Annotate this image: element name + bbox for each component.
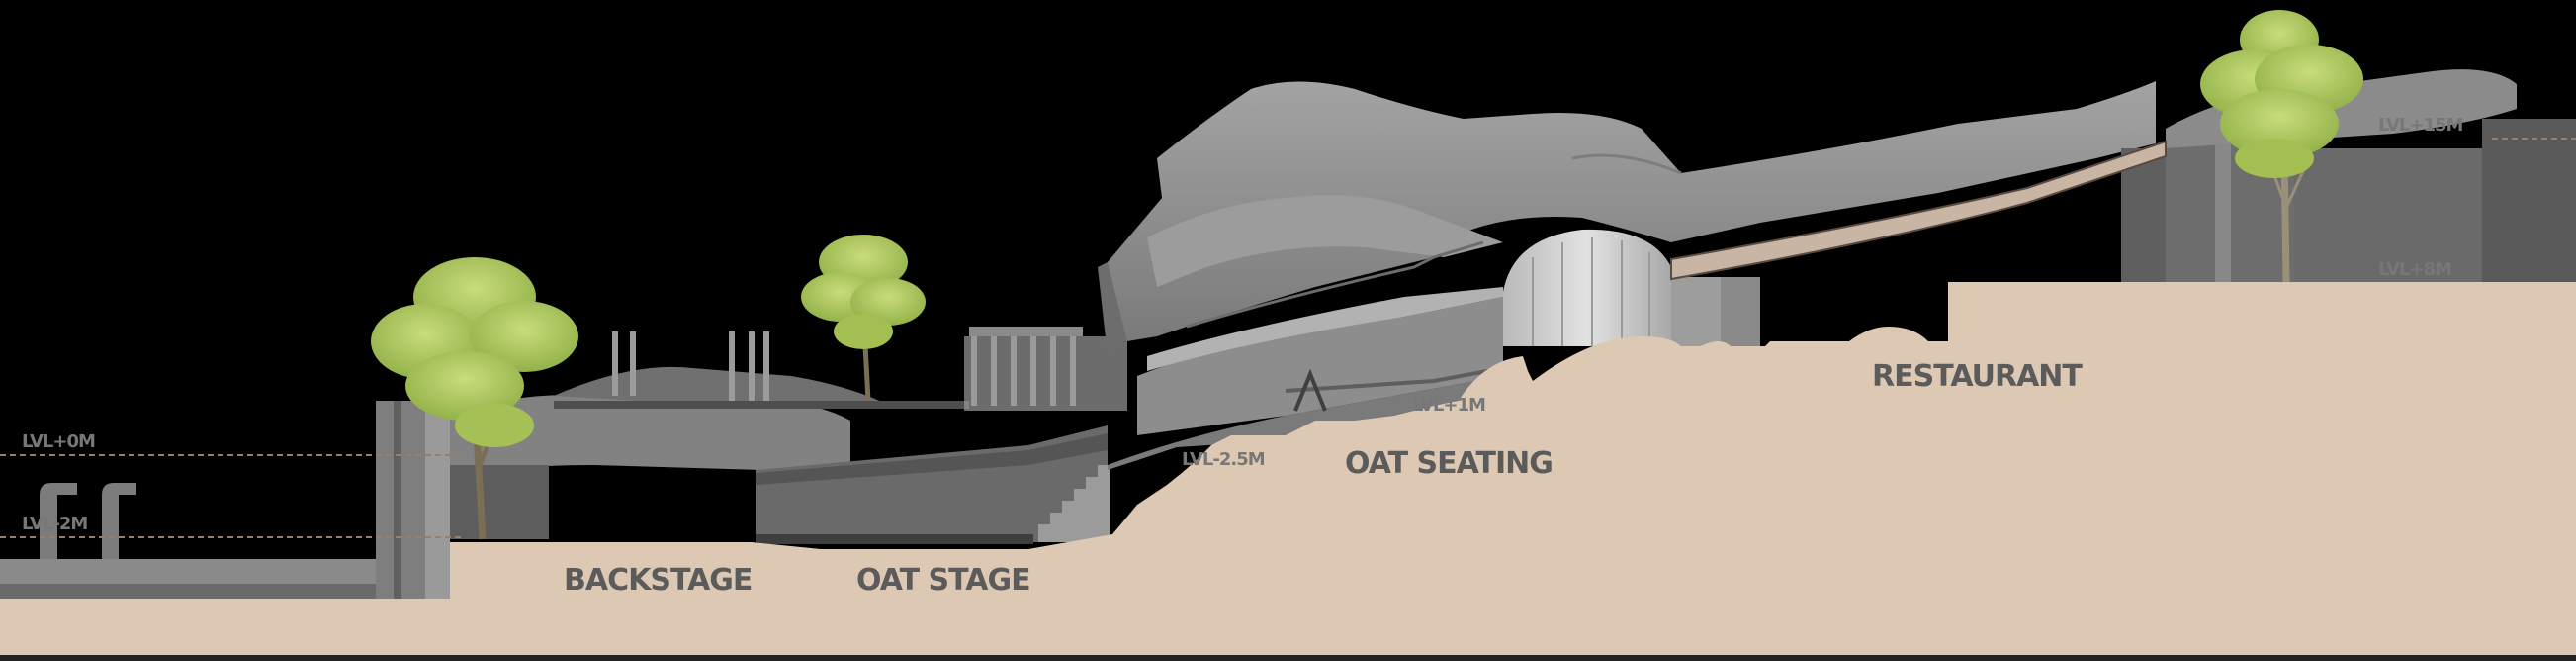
backstage-building bbox=[450, 327, 1127, 539]
baseline bbox=[0, 655, 2576, 661]
oat-seating-tiers bbox=[1108, 287, 1504, 470]
oat-stage-pit bbox=[756, 425, 1110, 544]
zone-label-oat-seating: OAT SEATING bbox=[1345, 446, 1553, 481]
level-label-lvl-plus-8: LVL+8M bbox=[2378, 259, 2451, 280]
restaurant-ramp bbox=[1670, 140, 2167, 281]
level-label-lvl-plus-1: LVL+1M bbox=[1412, 395, 1485, 416]
level-label-lvl-plus-15: LVL+15M bbox=[2378, 115, 2463, 136]
level-lines bbox=[0, 138, 2576, 538]
tree-left bbox=[371, 257, 578, 540]
ground-mass bbox=[0, 282, 2576, 661]
tree-right bbox=[2200, 10, 2363, 283]
zone-label-backstage: BACKSTAGE bbox=[564, 563, 752, 598]
left-service-block bbox=[0, 396, 450, 600]
level-label-lvl-minus: LVL-2M bbox=[22, 514, 87, 534]
roof-canopy bbox=[1098, 81, 2156, 356]
zone-label-oat-stage: OAT STAGE bbox=[856, 563, 1030, 598]
tree-middle bbox=[801, 235, 926, 402]
level-label-lvl-minus-2-5: LVL-2.5M bbox=[1182, 449, 1265, 470]
zone-label-restaurant: RESTAURANT bbox=[1872, 359, 2083, 394]
level-label-lvl-0: LVL+0M bbox=[22, 431, 95, 452]
